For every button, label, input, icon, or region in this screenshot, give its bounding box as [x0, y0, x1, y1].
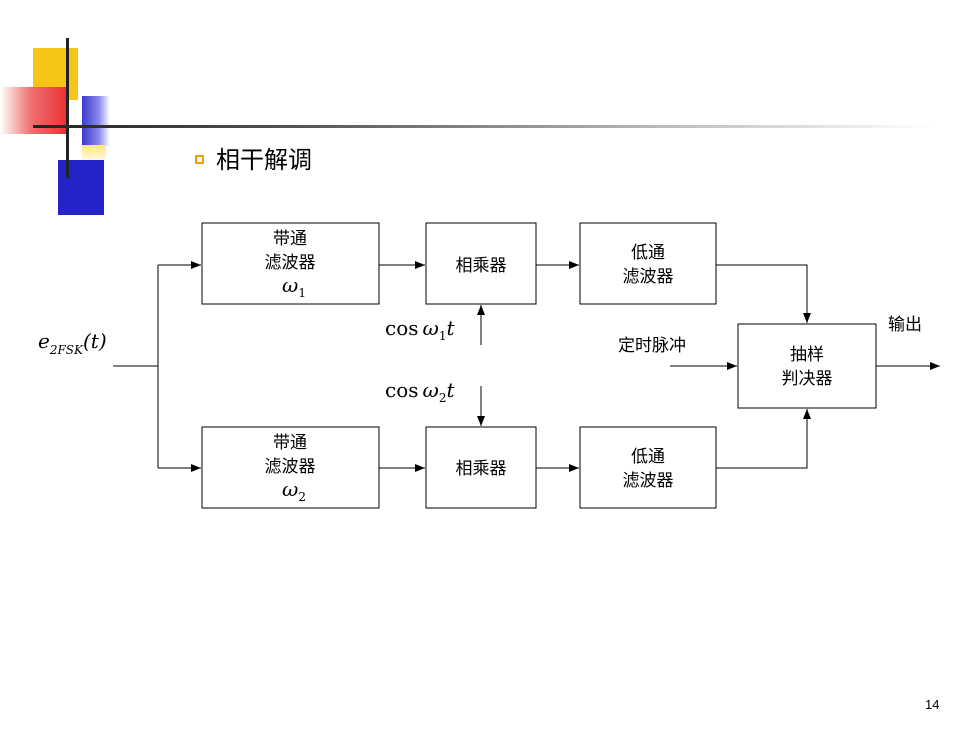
lowpass-filter-1-box	[579, 222, 717, 305]
sampling-decider-box	[737, 323, 877, 409]
page-number: 14	[925, 697, 940, 712]
decor-blue-square	[58, 160, 104, 215]
bpf1-omega: ω1	[282, 273, 306, 300]
arrow-lpf2-to-decider	[716, 409, 811, 469]
input-signal-label: e2FSK(t)	[38, 329, 107, 357]
decider-line2: 判决器	[782, 369, 833, 389]
lpf1-line1: 低通	[631, 243, 665, 263]
bullet-icon	[195, 155, 204, 164]
arrow-lpf1-to-decider	[716, 264, 811, 323]
timing-pulse-label: 定时脉冲	[618, 336, 686, 356]
lpf1-line2: 滤波器	[623, 267, 674, 287]
output-label: 输出	[888, 315, 922, 335]
decor-blue-gradient	[82, 96, 110, 146]
lpf2-line2: 滤波器	[623, 471, 674, 491]
lowpass-filter-2-box	[579, 426, 717, 509]
multiplier-2-box	[425, 426, 537, 509]
decor-vertical-line	[66, 38, 69, 178]
title-row: 相干解调	[195, 140, 312, 175]
bpf2-line1: 带通	[273, 433, 307, 453]
bandpass-filter-2-box	[201, 426, 380, 509]
multiplier-1-label: 相乘器	[456, 256, 507, 276]
bpf2-omega: ω2	[282, 477, 306, 504]
bpf1-line1: 带通	[273, 229, 307, 249]
bandpass-filter-1-box	[201, 222, 380, 305]
multiplier-1-box	[425, 222, 537, 305]
bpf2-line2: 滤波器	[265, 457, 316, 477]
decider-line1: 抽样	[790, 345, 824, 365]
bpf1-line2: 滤波器	[265, 253, 316, 273]
svg-text:e2FSK(t): e2FSK(t)	[38, 329, 107, 357]
lpf2-line1: 低通	[631, 447, 665, 467]
decor-horizontal-rule	[33, 125, 933, 128]
slide-title: 相干解调	[216, 146, 312, 174]
multiplier-2-label: 相乘器	[456, 459, 507, 479]
